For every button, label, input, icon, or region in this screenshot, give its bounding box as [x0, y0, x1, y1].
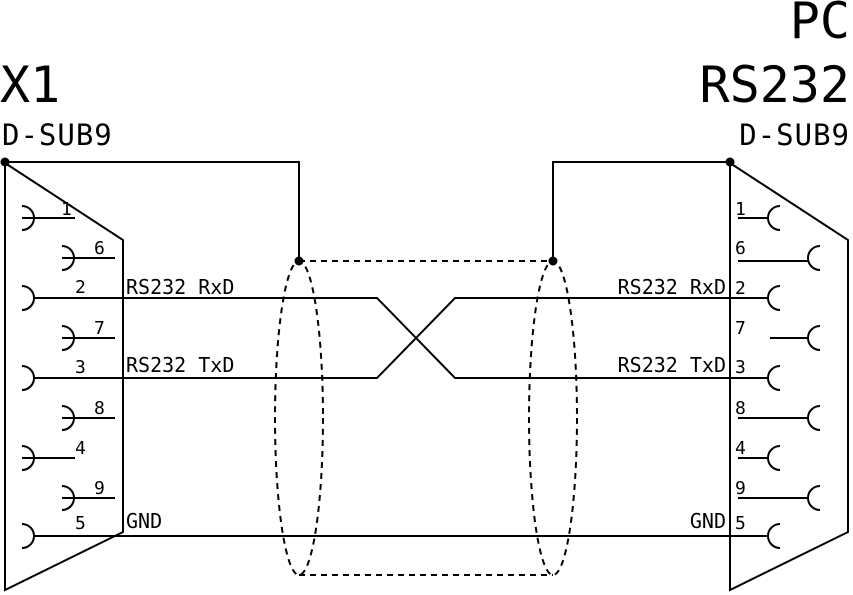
left-gnd-label: GND	[126, 509, 162, 533]
right-pin-label: 8	[735, 398, 746, 419]
right-connector-line1: PC	[790, 0, 850, 50]
right-pin-label: 9	[735, 478, 746, 499]
left-pin-label: 3	[75, 357, 86, 378]
left-connector-name: X1	[0, 56, 60, 114]
right-pin-numbers: 1 6 2 7 3 8 4 9 5	[735, 199, 746, 534]
right-gnd-label: GND	[690, 509, 726, 533]
signal-labels: RS232 RxD RS232 TxD GND RS232 RxD RS232 …	[126, 275, 726, 533]
shield-connections	[0, 157, 735, 266]
left-rxd-label: RS232 RxD	[126, 275, 234, 299]
left-txd-label: RS232 TxD	[126, 353, 234, 377]
left-pin-label: 4	[75, 438, 86, 459]
right-connector-line2: RS232	[699, 56, 850, 114]
junction-dot	[725, 157, 735, 167]
left-pin-label: 6	[94, 238, 105, 259]
right-pin-label: 2	[735, 278, 746, 299]
wire-left-txd	[34, 297, 730, 379]
right-pin-label: 3	[735, 357, 746, 378]
right-txd-label: RS232 TxD	[618, 353, 726, 377]
left-pin-label: 5	[75, 513, 86, 534]
right-rxd-label: RS232 RxD	[618, 275, 726, 299]
left-pin-label: 2	[75, 277, 86, 298]
left-pin-label: 9	[94, 478, 105, 499]
left-pin-label: 8	[94, 398, 105, 419]
right-connector-type: D-SUB9	[739, 118, 850, 152]
right-socket-cups	[738, 205, 821, 549]
right-pin-label: 1	[735, 199, 746, 220]
right-pin-label: 6	[735, 238, 746, 259]
left-dsub9-body	[4, 162, 124, 592]
junction-dot	[0, 157, 10, 167]
cable-shield	[274, 260, 578, 576]
right-dsub9-body	[729, 162, 849, 592]
right-pin-label: 7	[735, 318, 746, 339]
signal-wires	[34, 297, 768, 537]
right-pin-label: 5	[735, 513, 746, 534]
left-pin-label: 7	[94, 318, 105, 339]
right-pin-label: 4	[735, 438, 746, 459]
left-pin-label: 1	[61, 199, 72, 220]
left-pin-numbers: 1 6 2 7 3 8 4 9 5	[61, 199, 105, 534]
left-connector-type: D-SUB9	[2, 118, 113, 152]
